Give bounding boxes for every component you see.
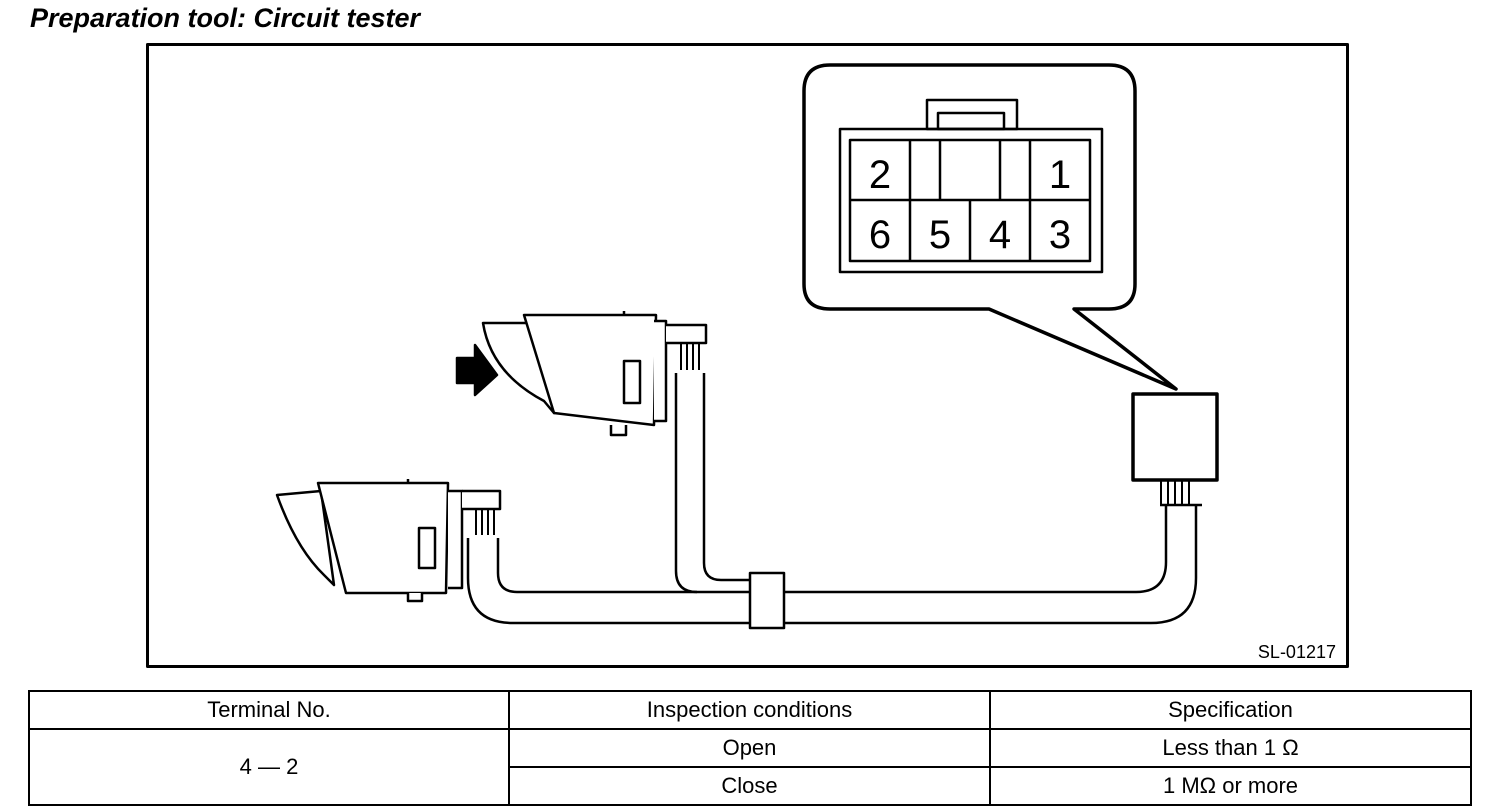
pin-label: 5 [929, 213, 951, 257]
connector-callout: 2 1 6 5 4 3 [802, 63, 1178, 391]
table-header: Specification [989, 690, 1472, 730]
terminal-cell: 4 — 2 [28, 728, 510, 806]
inspection-table: Terminal No. Inspection conditions Speci… [28, 690, 1472, 806]
lower-switch [275, 479, 502, 603]
condition-cell: Open [508, 728, 991, 768]
condition-cell: Close [508, 766, 991, 806]
pin-label: 3 [1049, 213, 1071, 257]
switch-diagram: 2 1 6 5 4 3 SL-01217 [146, 43, 1349, 668]
spec-cell: Less than 1 Ω [989, 728, 1472, 768]
table-row: 4 — 2 Open Less than 1 Ω [28, 728, 1472, 806]
page-title: Preparation tool: Circuit tester [30, 3, 421, 33]
spec-cell: 1 MΩ or more [989, 766, 1472, 806]
figure-code: SL-01217 [1258, 642, 1336, 662]
table-header-row: Terminal No. Inspection conditions Speci… [28, 690, 1472, 730]
table-header: Terminal No. [28, 690, 510, 730]
upper-switch [481, 311, 708, 437]
pin-label: 4 [989, 213, 1011, 257]
table-header: Inspection conditions [508, 690, 991, 730]
pin-label: 1 [1049, 153, 1071, 197]
table-row: Close 1 MΩ or more [29, 766, 1472, 806]
arrow-right-icon [455, 343, 499, 397]
harness-connector [1131, 392, 1219, 505]
pin-label: 6 [869, 213, 891, 257]
harness-clamp [748, 571, 786, 630]
figure-frame [146, 43, 1349, 668]
pin-label: 2 [869, 153, 891, 197]
